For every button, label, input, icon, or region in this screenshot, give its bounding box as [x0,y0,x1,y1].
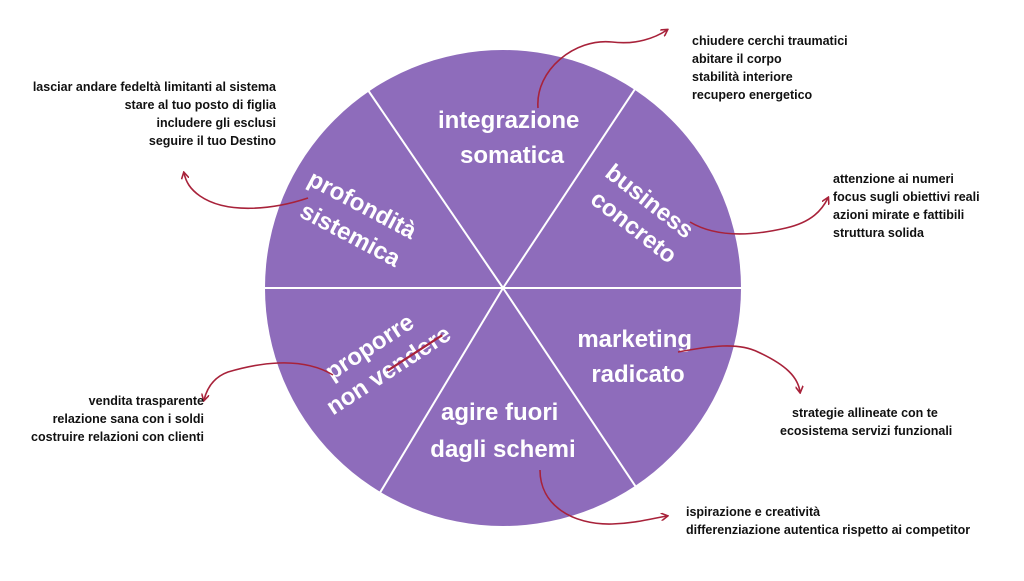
annotation-proporre-item: relazione sana con i soldi [52,412,204,426]
annotation-business-item: azioni mirate e fattibili [833,208,965,222]
annotation-integrazione: chiudere cerchi traumatici abitare il co… [692,32,848,104]
annotation-integrazione-item: stabilità interiore [692,70,793,84]
segment-integrazione-label: integrazione somatica [438,107,586,169]
arrow-business [689,198,828,235]
arrow-integrazione [537,30,667,109]
annotation-profondita: lasciar andare fedeltà limitanti al sist… [33,78,276,150]
annotation-proporre-item: vendita trasparente [88,394,204,408]
segment-marketing-line1: marketing [577,326,692,353]
annotation-profondita-item: lasciar andare fedeltà limitanti al sist… [32,80,276,94]
annotation-integrazione-item: chiudere cerchi traumatici [692,34,848,48]
annotation-business-item: attenzione ai numeri [833,172,954,186]
annotation-agire-item: differenziazione autentica rispetto ai c… [686,523,971,537]
divider-bottom-left [371,287,504,507]
segment-integrazione-line1: integrazione [438,107,579,134]
annotation-business: attenzione ai numeri focus sugli obietti… [833,170,980,242]
strike-vendere [387,334,443,372]
annotation-agire: ispirazione e creatività differenziazion… [686,503,970,539]
segment-agire-line1: agire fuori [441,399,558,426]
segment-agire-line2: dagli schemi [430,436,575,463]
arrow-marketing [677,345,800,392]
annotation-integrazione-item: abitare il corpo [692,52,782,66]
annotation-integrazione-item: recupero energetico [692,88,813,102]
arrow-agire [539,469,667,525]
annotation-profondita-item: seguire il tuo Destino [148,134,276,148]
segment-marketing-line2: radicato [591,361,684,388]
divider-top-right [502,76,644,289]
divider-bottom-right [502,287,645,500]
divider-vertical-top [358,76,504,289]
annotation-marketing-item: ecosistema servizi funzionali [780,424,953,438]
annotation-profondita-item: includere gli esclusi [156,116,277,130]
annotation-proporre: vendita trasparente relazione sana con i… [31,392,204,446]
annotation-business-item: focus sugli obiettivi reali [833,190,980,204]
annotation-marketing: strategie allineate con te ecosistema se… [780,404,952,440]
segment-agire-label: agire fuori dagli schemi [430,399,575,463]
annotation-marketing-item: strategie allineate con te [792,406,938,420]
annotation-agire-item: ispirazione e creatività [686,505,821,519]
arrow-profondita [184,173,309,210]
annotation-profondita-item: stare al tuo posto di figlia [124,98,276,112]
segment-integrazione-line2: somatica [460,142,565,169]
arrow-proporre [204,362,334,400]
annotation-proporre-item: costruire relazioni con clienti [31,430,204,444]
annotation-business-item: struttura solida [833,226,924,240]
segment-marketing-label: marketing radicato [577,326,698,388]
